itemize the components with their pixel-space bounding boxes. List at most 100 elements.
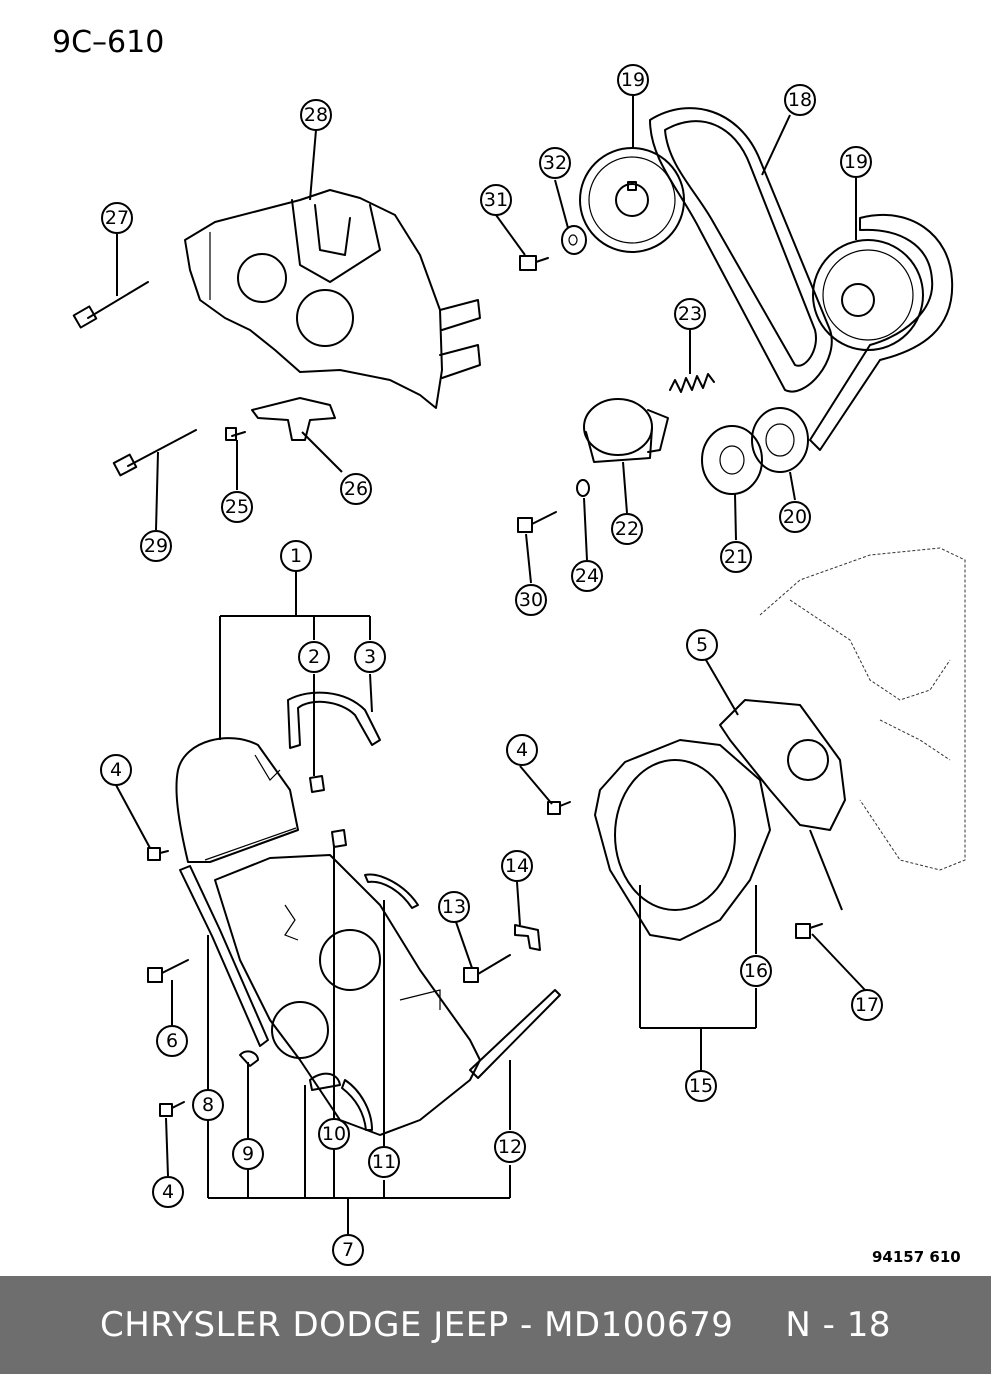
callout-20: 20 [779, 501, 811, 533]
callout-7: 7 [332, 1234, 364, 1266]
bolt-4-drawing [147, 801, 571, 1117]
sprocket-19-upper-drawing [579, 147, 685, 253]
svg-text:6: 6 [166, 1030, 178, 1052]
page-number: N - 18 [785, 1305, 891, 1345]
svg-text:31: 31 [484, 189, 508, 211]
footer-banner: CHRYSLER DODGE JEEP - MD100679 N - 18 [0, 1276, 991, 1374]
callout-19: 19 [840, 146, 872, 178]
svg-text:15: 15 [689, 1075, 713, 1097]
callout-8: 8 [192, 1089, 224, 1121]
brand-part-number: CHRYSLER DODGE JEEP - MD100679 [99, 1305, 734, 1345]
callout-31: 31 [480, 184, 512, 216]
engine-block-outline [759, 547, 966, 871]
seal-9-drawing [239, 1050, 259, 1067]
svg-text:24: 24 [575, 565, 599, 587]
tensioner-22-drawing [583, 398, 669, 463]
svg-text:25: 25 [225, 496, 249, 518]
callout-17: 17 [851, 989, 883, 1021]
svg-text:4: 4 [110, 759, 122, 781]
svg-text:9: 9 [242, 1143, 254, 1165]
lower-cover-7-drawing [214, 854, 481, 1136]
svg-text:10: 10 [322, 1123, 346, 1145]
seal-12-drawing [469, 989, 561, 1079]
exploded-parts-diagram: 9C–610 94157 610 [52, 25, 966, 1266]
callout-29: 29 [140, 530, 172, 562]
callout-6: 6 [156, 1025, 188, 1057]
backing-plate-5-drawing [719, 699, 846, 831]
callout-28: 28 [300, 99, 332, 131]
svg-text:23: 23 [678, 303, 702, 325]
callout-23: 23 [674, 298, 706, 330]
svg-text:2: 2 [308, 646, 320, 668]
svg-text:19: 19 [844, 151, 868, 173]
callout-25: 25 [221, 491, 253, 523]
callout-3: 3 [354, 641, 386, 673]
svg-text:4: 4 [162, 1181, 174, 1203]
svg-text:26: 26 [344, 478, 368, 500]
callout-2: 2 [298, 641, 330, 673]
flange-21-drawing [701, 425, 763, 495]
svg-text:5: 5 [696, 634, 708, 656]
svg-text:13: 13 [442, 896, 466, 918]
callout-12: 12 [494, 1131, 526, 1163]
svg-text:30: 30 [519, 589, 543, 611]
diagram-code: 9C–610 [52, 25, 164, 60]
callout-16: 16 [740, 955, 772, 987]
callout-24: 24 [571, 560, 603, 592]
svg-text:28: 28 [304, 104, 328, 126]
callout-26: 26 [340, 473, 372, 505]
callout-4: 4 [100, 754, 132, 786]
callout-32: 32 [539, 147, 571, 179]
svg-text:21: 21 [724, 546, 748, 568]
svg-text:29: 29 [144, 535, 168, 557]
seal-2-drawing [309, 775, 325, 793]
timing-belt-18-drawing [649, 107, 954, 451]
bolt-30-drawing [517, 511, 557, 533]
svg-text:11: 11 [372, 1151, 396, 1173]
engine-bracket-drawing [184, 189, 481, 409]
callout-9: 9 [232, 1138, 264, 1170]
svg-text:18: 18 [788, 89, 812, 111]
callout-13: 13 [438, 891, 470, 923]
callout-21: 21 [720, 541, 752, 573]
leader-lines [115, 96, 866, 1234]
svg-text:19: 19 [621, 69, 645, 91]
bolt-29-drawing [112, 429, 197, 477]
bolt-13-drawing [463, 954, 511, 983]
callout-19: 19 [617, 64, 649, 96]
seal-8-drawing [179, 865, 269, 1047]
clip-14-drawing [514, 924, 541, 951]
svg-text:14: 14 [505, 855, 529, 877]
bolt-31-drawing [519, 255, 549, 271]
svg-text:1: 1 [290, 545, 302, 567]
bolt-6-drawing [147, 959, 189, 983]
callout-4: 4 [152, 1176, 184, 1208]
svg-text:8: 8 [202, 1094, 214, 1116]
callout-18: 18 [784, 84, 816, 116]
figure-reference: 94157 610 [872, 1248, 961, 1266]
bracket-26-drawing [251, 397, 336, 441]
bolt-25-drawing [225, 427, 246, 441]
svg-text:12: 12 [498, 1136, 522, 1158]
bolt-27-drawing [72, 281, 149, 329]
washer-32-drawing [561, 225, 587, 255]
spring-23-drawing [669, 373, 715, 393]
sprocket-20-drawing [751, 407, 809, 473]
svg-text:22: 22 [615, 518, 639, 540]
svg-text:3: 3 [364, 646, 376, 668]
callout-27: 27 [101, 202, 133, 234]
svg-text:20: 20 [783, 506, 807, 528]
callout-22: 22 [611, 513, 643, 545]
callout-30: 30 [515, 584, 547, 616]
cover-16-drawing [594, 739, 771, 941]
svg-text:7: 7 [342, 1239, 354, 1261]
svg-text:16: 16 [744, 960, 768, 982]
callout-11: 11 [368, 1146, 400, 1178]
svg-text:27: 27 [105, 207, 129, 229]
callout-1: 1 [280, 540, 312, 572]
callout-4: 4 [506, 734, 538, 766]
callout-14: 14 [501, 850, 533, 882]
callout-10: 10 [318, 1118, 350, 1150]
sprocket-19-lower-drawing [812, 239, 924, 351]
svg-text:32: 32 [543, 152, 567, 174]
